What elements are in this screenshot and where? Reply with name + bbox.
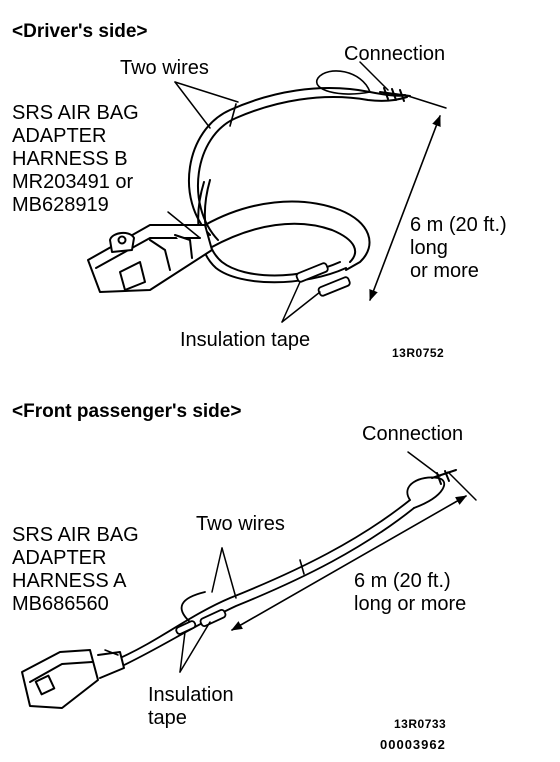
document-number: 00003962 bbox=[380, 737, 446, 752]
passenger-length-line: long or more bbox=[354, 593, 467, 615]
passenger-insulation-label: Insulation tape bbox=[148, 684, 234, 730]
passenger-harness-line: MB686560 bbox=[12, 593, 109, 615]
driver-leaders bbox=[167, 61, 389, 323]
passenger-harness-line: HARNESS A bbox=[12, 570, 127, 592]
passenger-heading: <Front passenger's side> bbox=[12, 401, 242, 422]
driver-insulation-tape bbox=[295, 262, 351, 297]
passenger-connection-label: Connection bbox=[362, 423, 464, 445]
driver-harness-line: MB628919 bbox=[12, 194, 109, 216]
passenger-harness-line: ADAPTER bbox=[12, 547, 107, 569]
passenger-leaders bbox=[104, 451, 441, 673]
driver-harness-line: SRS AIR BAG bbox=[12, 102, 139, 124]
passenger-insulation-line: Insulation bbox=[148, 684, 234, 706]
passenger-connector bbox=[21, 649, 125, 709]
driver-length-arrow bbox=[369, 114, 441, 302]
driver-length-line: or more bbox=[410, 260, 479, 282]
driver-length-label: 6 m (20 ft.) long or more bbox=[410, 214, 507, 283]
driver-length-line: 6 m (20 ft.) bbox=[410, 214, 507, 236]
driver-insulation-label: Insulation tape bbox=[180, 329, 311, 351]
driver-heading: <Driver's side> bbox=[12, 21, 148, 42]
driver-harness-line: HARNESS B bbox=[12, 148, 128, 170]
driver-harness-label: SRS AIR BAG ADAPTER HARNESS B MR203491 o… bbox=[12, 102, 139, 217]
passenger-figure-code: 13R0733 bbox=[394, 717, 447, 731]
passenger-harness-label: SRS AIR BAG ADAPTER HARNESS A MB686560 bbox=[12, 524, 139, 616]
driver-connector bbox=[87, 224, 213, 293]
driver-connection-label: Connection bbox=[344, 43, 446, 65]
driver-harness-line: ADAPTER bbox=[12, 125, 107, 147]
driver-wire-loop bbox=[188, 70, 408, 284]
driver-harness-line: MR203491 or bbox=[12, 171, 134, 193]
passenger-harness-line: SRS AIR BAG bbox=[12, 524, 139, 546]
passenger-length-arrow bbox=[231, 495, 467, 631]
driver-two-wires-label: Two wires bbox=[120, 57, 209, 79]
passenger-insulation-tape bbox=[175, 608, 227, 635]
passenger-two-wires-label: Two wires bbox=[196, 513, 285, 535]
passenger-insulation-line: tape bbox=[148, 707, 187, 729]
driver-harness-cable bbox=[204, 200, 371, 271]
passenger-length-line: 6 m (20 ft.) bbox=[354, 570, 451, 592]
passenger-length-label: 6 m (20 ft.) long or more bbox=[354, 570, 466, 616]
driver-illustration bbox=[87, 61, 447, 323]
driver-length-line: long bbox=[410, 237, 448, 259]
driver-figure-code: 13R0752 bbox=[392, 346, 445, 360]
passenger-illustration bbox=[21, 451, 477, 709]
